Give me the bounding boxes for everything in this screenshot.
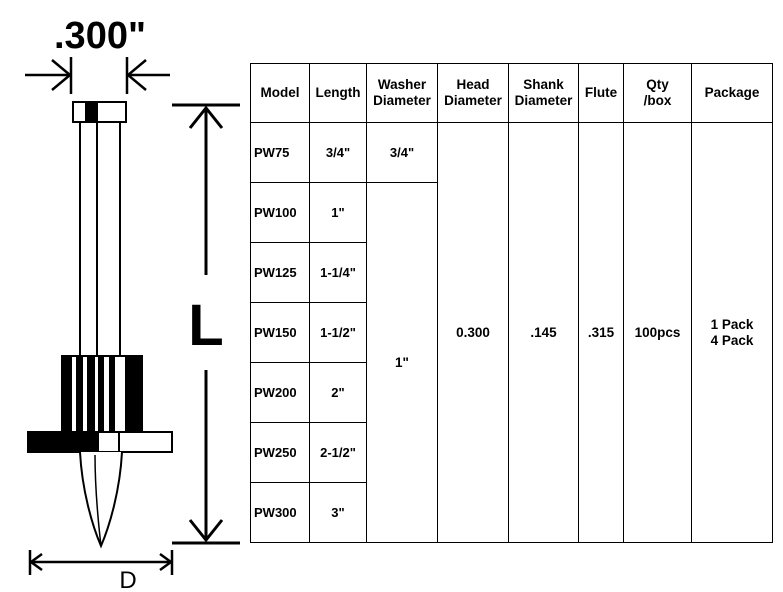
- length-label: L: [188, 293, 223, 358]
- diameter-dimension: [28, 550, 174, 575]
- table-row: PW100 1" 1": [250, 182, 773, 543]
- washer-diameter-cell: 3/4": [366, 122, 438, 183]
- length-cell: 3": [309, 482, 367, 543]
- table-row: PW125 1-1/4": [250, 242, 773, 303]
- length-cell: 1-1/2": [309, 302, 367, 363]
- length-cell: 3/4": [309, 122, 367, 183]
- diameter-label: D: [119, 567, 136, 592]
- length-cell: 1-1/4": [309, 242, 367, 303]
- length-cell: 2": [309, 362, 367, 423]
- length-cell: 2-1/2": [309, 422, 367, 483]
- model-cell: PW200: [250, 362, 310, 423]
- model-cell: PW100: [250, 182, 310, 243]
- header-length: Length: [309, 63, 367, 123]
- model-cell: PW125: [250, 242, 310, 303]
- package-option: 1 Pack: [710, 316, 754, 332]
- header-flute: Flute: [578, 63, 624, 123]
- model-cell: PW150: [250, 302, 310, 363]
- pin-drawing: [27, 101, 173, 549]
- head-diameter-cell: 0.300: [437, 122, 509, 543]
- table-header-row: Model Length Washer Diameter Head Diamet…: [250, 63, 773, 123]
- header-washer-diameter: Washer Diameter: [366, 63, 438, 123]
- length-dimension: [172, 103, 240, 545]
- table-row: PW150 1-1/2": [250, 302, 773, 363]
- header-head-diameter: Head Diameter: [437, 63, 509, 123]
- table-row: PW300 3": [250, 482, 773, 543]
- header-model: Model: [250, 63, 310, 123]
- spec-table: Model Length Washer Diameter Head Diamet…: [250, 63, 773, 543]
- head-width-label: .300": [54, 15, 146, 57]
- washer-diameter-cell: 1": [366, 182, 438, 543]
- flute-cell: .315: [578, 122, 624, 543]
- length-cell: 1": [309, 182, 367, 243]
- table-row: PW200 2": [250, 362, 773, 423]
- shank-diameter-cell: .145: [508, 122, 579, 543]
- head-width-arrows: [25, 57, 170, 94]
- pin-diagram: .300": [25, 15, 240, 592]
- package-cell: 1 Pack 4 Pack: [691, 122, 773, 543]
- model-cell: PW300: [250, 482, 310, 543]
- table-row: PW250 2-1/2": [250, 422, 773, 483]
- model-cell: PW250: [250, 422, 310, 483]
- header-shank-diameter: Shank Diameter: [508, 63, 579, 123]
- header-qty-per-box: Qty /box: [623, 63, 692, 123]
- model-cell: PW75: [250, 122, 310, 183]
- header-package: Package: [691, 63, 773, 123]
- table-row: PW75 3/4" 3/4" 0.300 .145 .315 100pcs 1 …: [250, 122, 773, 543]
- qty-per-box-cell: 100pcs: [623, 122, 692, 543]
- package-option: 4 Pack: [710, 332, 754, 348]
